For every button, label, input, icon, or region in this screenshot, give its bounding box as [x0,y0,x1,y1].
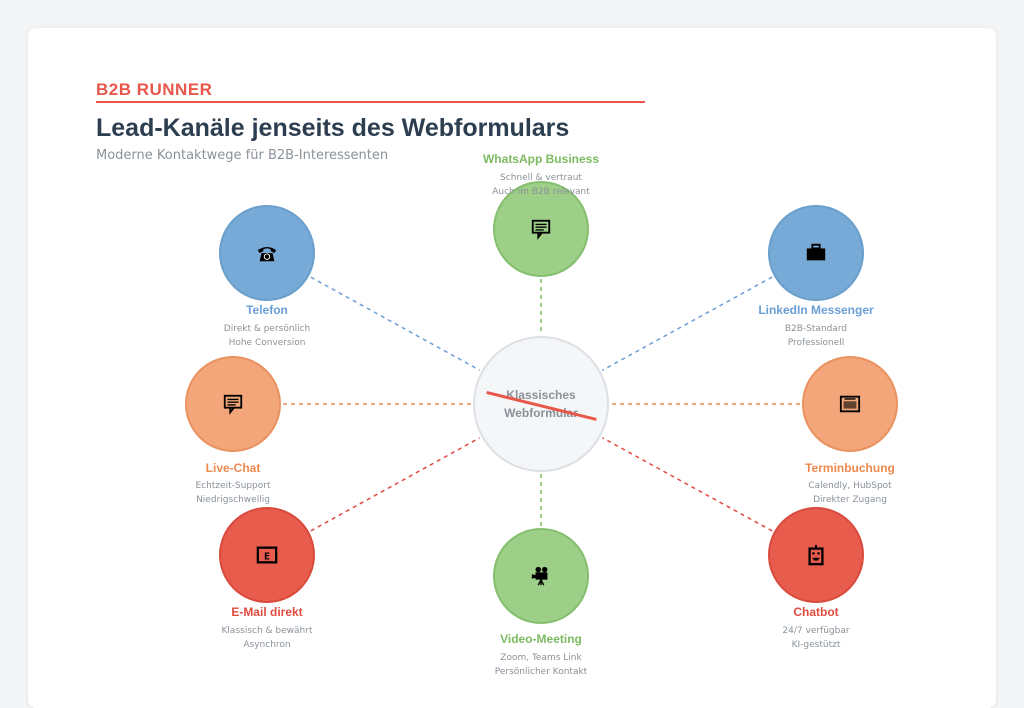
channel-label: Terminbuchung [805,461,895,475]
connector-line [601,276,773,371]
connector-line [601,437,773,532]
center-label-line1: Klassisches [506,388,576,402]
channel-description: Zoom, Teams Link [500,653,582,663]
brand-logo: B2B RUNNER [96,80,213,99]
channel-description: Echtzeit-Support [195,481,271,491]
channel-node [493,181,589,277]
connector-lines [283,276,800,532]
channel-node: E [219,507,315,603]
channel-node [768,205,864,301]
connector-line [310,276,481,371]
video-camera-icon [531,566,548,586]
channel-description: Persönlicher Kontakt [494,667,588,677]
channel-label: WhatsApp Business [482,152,599,166]
brand-divider [96,101,645,103]
channel-node [493,528,589,624]
channel-label: Chatbot [793,605,839,619]
channel-node [219,205,315,301]
calendar-icon [839,395,861,413]
channel-node [768,507,864,603]
email-icon: E [256,546,278,564]
robot-icon [808,544,824,566]
channel-node [802,356,898,452]
channel-description: Calendly, HubSpot [808,481,892,491]
channel-description: Direkt & persönlich [223,324,311,334]
channel-description: Hohe Conversion [228,338,306,348]
connector-line [310,437,481,532]
channel-description: Schnell & vertraut [500,173,582,183]
channel-description: Direkter Zugang [813,495,887,505]
channel-label: LinkedIn Messenger [758,303,874,317]
channel-description: Auch im B2B relevant [492,187,590,197]
briefcase-icon [806,243,826,261]
message-icon [531,219,551,240]
channel-description: KI-gestützt [791,640,841,650]
telephone-icon [257,247,277,262]
channel-description: B2B-Standard [784,324,848,334]
channel-label: Live-Chat [205,461,261,475]
page-title: Lead-Kanäle jenseits des Webformulars [96,114,570,142]
channel-description: Niedrigschwellig [196,495,270,505]
channel-description: Asynchron [243,640,291,650]
chat-icon [223,394,243,415]
channel-description: Klassisch & bewährt [221,626,313,636]
channel-node [185,356,281,452]
channel-label: Video-Meeting [500,632,582,646]
page-subtitle: Moderne Kontaktwege für B2B-Interessente… [96,148,389,163]
channel-description: Professionell [787,338,845,348]
channel-label: E-Mail direkt [231,605,303,619]
channel-description: 24/7 verfügbar [782,626,850,636]
svg-text:E: E [264,552,270,563]
channel-label: Telefon [246,303,288,317]
